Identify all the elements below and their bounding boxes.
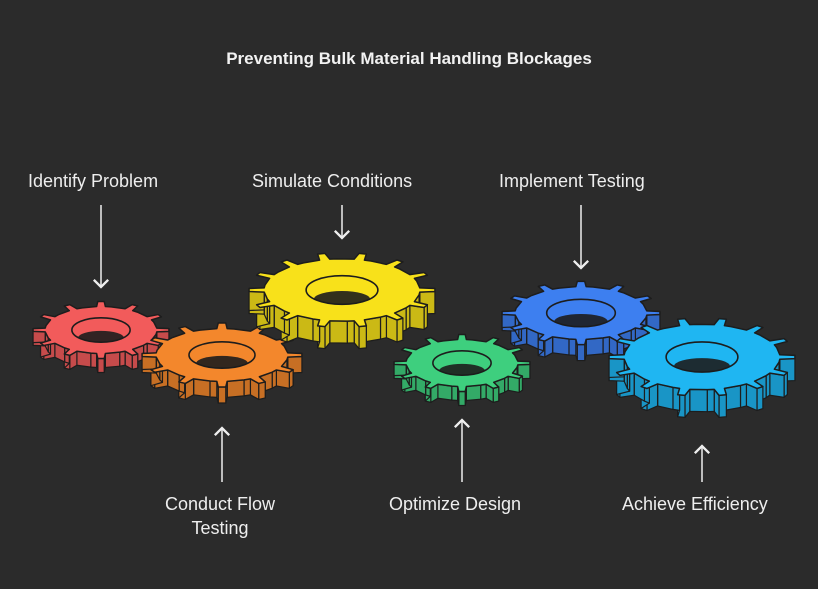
label-conduct-flow-testing: Conduct Flow Testing: [164, 494, 276, 538]
label-simulate-conditions: Simulate Conditions: [252, 171, 413, 191]
label-optimize-design: Optimize Design: [389, 494, 522, 514]
label-achieve-efficiency: Achieve Efficiency: [622, 494, 768, 514]
gear-optimize-design: [393, 333, 531, 407]
label-identify-problem: Identify Problem: [28, 171, 159, 191]
label-implement-testing: Implement Testing: [499, 171, 645, 191]
diagram-title: Preventing Bulk Material Handling Blocka…: [226, 49, 592, 68]
gear-achieve-efficiency: [608, 317, 796, 419]
gear-conduct-flow-testing: [141, 322, 303, 404]
gear-implement-testing: [501, 280, 661, 362]
gear-simulate-conditions: [248, 252, 436, 350]
